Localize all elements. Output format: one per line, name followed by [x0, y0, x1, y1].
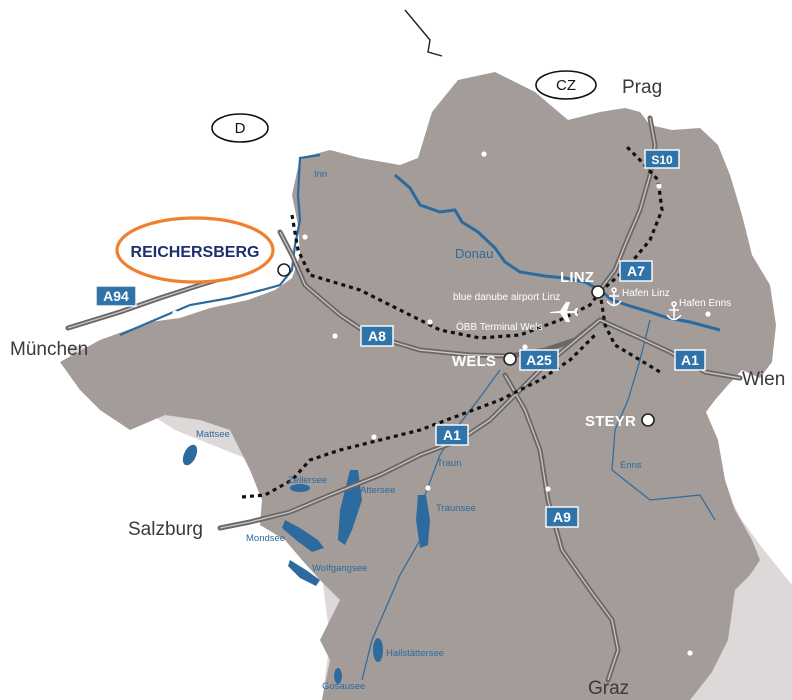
country-badge-d	[211, 113, 269, 143]
city-label-linz: LINZ	[560, 269, 594, 286]
shield-label-a8: A8	[368, 328, 386, 344]
lake-label-wolfgangsee: Wolfgangsee	[312, 563, 367, 574]
road-core-a9	[504, 374, 619, 681]
shield-label-s10: S10	[651, 153, 673, 167]
city-marker-steyr	[641, 413, 655, 427]
locality-dot	[656, 183, 662, 189]
shield-a9	[545, 506, 579, 528]
lake-label-traunsee: Traunsee	[436, 503, 476, 514]
highlight-label: REICHERSBERG	[131, 244, 260, 261]
river-enns	[611, 319, 716, 521]
country-badge-cz	[535, 70, 597, 100]
shield-a8	[360, 325, 394, 347]
lake-zellersee	[290, 484, 310, 492]
lakes	[182, 444, 430, 684]
shield-label-a9: A9	[553, 509, 571, 525]
city-label-muenchen: München	[10, 339, 88, 360]
lake-label-zellersee: Zellersee	[288, 475, 327, 486]
anchor-icon	[606, 287, 622, 307]
river-label-traun: Traun	[437, 458, 461, 469]
anchor-body	[606, 292, 622, 307]
river-label-enns: Enns	[620, 460, 642, 471]
road-core-a1-east	[599, 319, 741, 379]
city-marker-linz	[591, 285, 605, 299]
locality-dot	[687, 650, 693, 656]
locality-dot	[545, 486, 551, 492]
locality-dot	[705, 311, 711, 317]
motorway-shields: A94 A8 A7 A1 A25 A1 A9 S10	[95, 149, 706, 528]
city-label-graz: Graz	[588, 678, 629, 699]
rivers	[119, 153, 721, 681]
river-label-donau: Donau	[455, 246, 493, 261]
lake-gosausee	[334, 668, 342, 684]
lake-label-mattsee: Mattsee	[196, 429, 230, 440]
lake-label-attersee: Attersee	[360, 485, 395, 496]
shield-a25	[519, 349, 559, 371]
locality-dot	[371, 434, 377, 440]
shield-label-a1-east: A1	[681, 352, 699, 368]
road-core-a7	[599, 117, 656, 291]
poi-label-oebb: ÖBB Terminal Wels	[456, 321, 542, 333]
highlight-ring	[115, 216, 275, 284]
lake-traunsee	[416, 495, 430, 548]
locality-dot	[302, 234, 308, 240]
city-label-prag: Prag	[622, 77, 662, 98]
shield-a7	[619, 260, 653, 282]
locality-dot	[481, 151, 487, 157]
city-label-wien: Wien	[742, 369, 785, 390]
lake-wolfgangsee	[288, 560, 320, 586]
shield-a94	[95, 285, 137, 307]
road-core-a8	[279, 231, 511, 357]
city-label-salzburg: Salzburg	[128, 519, 203, 540]
river-donau	[394, 173, 721, 332]
city-label-steyr: STEYR	[585, 413, 636, 430]
shield-label-a7: A7	[627, 263, 645, 279]
poi-label-hafen-enns: Hafen Enns	[679, 298, 731, 309]
lake-hallstaettersee	[373, 638, 383, 662]
poi-label-hafen-linz: Hafen Linz	[622, 288, 670, 299]
city-marker-wels	[503, 352, 517, 366]
anchor-body	[666, 306, 682, 321]
shield-a1-east	[674, 349, 706, 371]
locality-dot	[172, 310, 178, 316]
anchor-icon	[666, 301, 682, 321]
rail-west	[290, 214, 602, 340]
lake-mattsee	[182, 444, 198, 466]
shield-label-a94: A94	[103, 288, 129, 304]
locality-dots	[172, 151, 711, 656]
lake-mondsee	[282, 520, 324, 552]
shield-s10	[644, 149, 680, 169]
shield-label-a1-west: A1	[443, 427, 461, 443]
lake-label-mondsee: Mondsee	[246, 533, 285, 544]
locality-dot	[522, 344, 528, 350]
locality-dot	[425, 485, 431, 491]
shield-a1-west	[435, 424, 469, 446]
river-label-inn: Inn	[314, 169, 327, 180]
locality-dot	[332, 333, 338, 339]
city-label-wels: WELS	[452, 353, 496, 370]
city-markers	[277, 263, 655, 427]
poi-label-airport: blue danube airport Linz	[453, 292, 560, 303]
lake-label-gosausee: Gosausee	[322, 681, 365, 692]
lake-attersee	[338, 470, 362, 545]
rail-south	[241, 333, 597, 499]
country-label-d: D	[235, 120, 246, 137]
airport-icon	[550, 302, 578, 322]
lake-label-hallstaettersee: Hallstättersee	[386, 648, 444, 659]
locality-dot	[427, 319, 433, 325]
border-line	[404, 9, 443, 57]
shield-label-a25: A25	[526, 352, 552, 368]
city-marker-reichersberg	[277, 263, 291, 277]
river-inn	[119, 153, 321, 337]
upper-austria-region	[60, 72, 776, 700]
country-label-cz: CZ	[556, 77, 576, 94]
